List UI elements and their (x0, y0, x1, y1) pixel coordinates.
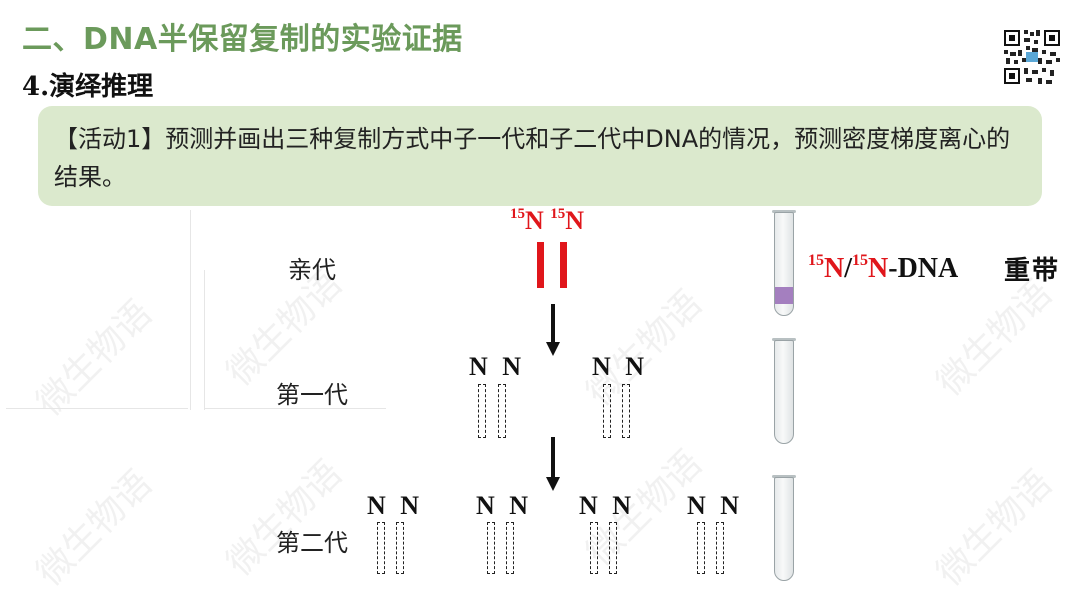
watermark: 微生物语 (923, 457, 1062, 596)
dna-strand-placeholder (697, 522, 705, 574)
parent-heavy-strand (560, 242, 567, 288)
parent-heavy-strand (537, 242, 544, 288)
watermark: 微生物语 (573, 277, 712, 416)
generation-label-second: 第二代 (276, 523, 348, 558)
isotope-mass: 15 (808, 252, 824, 269)
strand-label: N (687, 491, 710, 520)
strand-labels: N N (367, 491, 423, 521)
isotope-mass: 15 (852, 252, 868, 269)
section-title: 二、DNA半保留复制的实验证据 (22, 14, 463, 58)
divider (6, 408, 188, 409)
dna-strand-placeholder (377, 522, 385, 574)
strand-label: N (367, 491, 390, 520)
generation-label-first: 第一代 (276, 375, 348, 410)
strand-label: N (592, 352, 615, 381)
dna-strand-placeholder (498, 384, 506, 438)
dna-strand-placeholder (506, 522, 514, 574)
strand-label: N (476, 491, 499, 520)
generation-label-parent: 亲代 (288, 250, 336, 285)
dna-strand-placeholder (478, 384, 486, 438)
qr-code-icon (1002, 28, 1062, 86)
strand-label: N (509, 491, 532, 520)
dna-strand-placeholder (396, 522, 404, 574)
arrow-down-icon (545, 437, 561, 491)
strand-labels: N N (687, 491, 743, 521)
arrow-down-icon (545, 304, 561, 356)
isotope-mass: 15 (510, 206, 525, 222)
activity-box: 【活动1】预测并画出三种复制方式中子一代和子二代中DNA的情况，预测密度梯度离心… (38, 106, 1042, 206)
strand-label: N (720, 491, 743, 520)
strand-label: N (579, 491, 602, 520)
isotope-mass: 15 (550, 206, 565, 222)
strand-labels: N N (476, 491, 532, 521)
dna-suffix: -DNA (888, 253, 958, 284)
strand-label: N (469, 352, 492, 381)
isotope-element: N (565, 206, 584, 235)
strand-label: N (625, 352, 648, 381)
heavy-band-label: 重带 (1004, 250, 1060, 287)
centrifuge-tube-first (774, 340, 794, 442)
activity-text: 【活动1】预测并画出三种复制方式中子一代和子二代中DNA的情况，预测密度梯度离心… (54, 120, 1034, 196)
result-label: 15N/15N-DNA (808, 252, 958, 285)
parent-strand-labels: 15N 15N (510, 206, 584, 236)
subsection-title: 4.演绎推理 (22, 66, 153, 103)
watermark: 微生物语 (923, 267, 1062, 406)
watermark: 微生物语 (213, 447, 352, 586)
strand-labels: N N (579, 491, 635, 521)
strand-labels: N N (469, 352, 525, 382)
centrifuge-tube-parent (774, 212, 794, 314)
strand-labels: N N (592, 352, 648, 382)
strand-label: N (612, 491, 635, 520)
dna-strand-placeholder (609, 522, 617, 574)
isotope-element: N (525, 206, 544, 235)
dna-strand-placeholder (622, 384, 630, 438)
dna-strand-placeholder (603, 384, 611, 438)
strand-label: N (400, 491, 423, 520)
dna-strand-placeholder (487, 522, 495, 574)
watermark: 微生物语 (23, 287, 162, 426)
isotope-element: N (824, 253, 844, 284)
strand-label: N (502, 352, 525, 381)
isotope-element: N (868, 253, 888, 284)
centrifuge-tube-second (774, 477, 794, 579)
dna-strand-placeholder (716, 522, 724, 574)
separator: / (844, 253, 852, 284)
divider (204, 270, 205, 410)
heavy-band (775, 287, 793, 304)
dna-strand-placeholder (590, 522, 598, 574)
divider (190, 210, 191, 410)
watermark: 微生物语 (23, 457, 162, 596)
